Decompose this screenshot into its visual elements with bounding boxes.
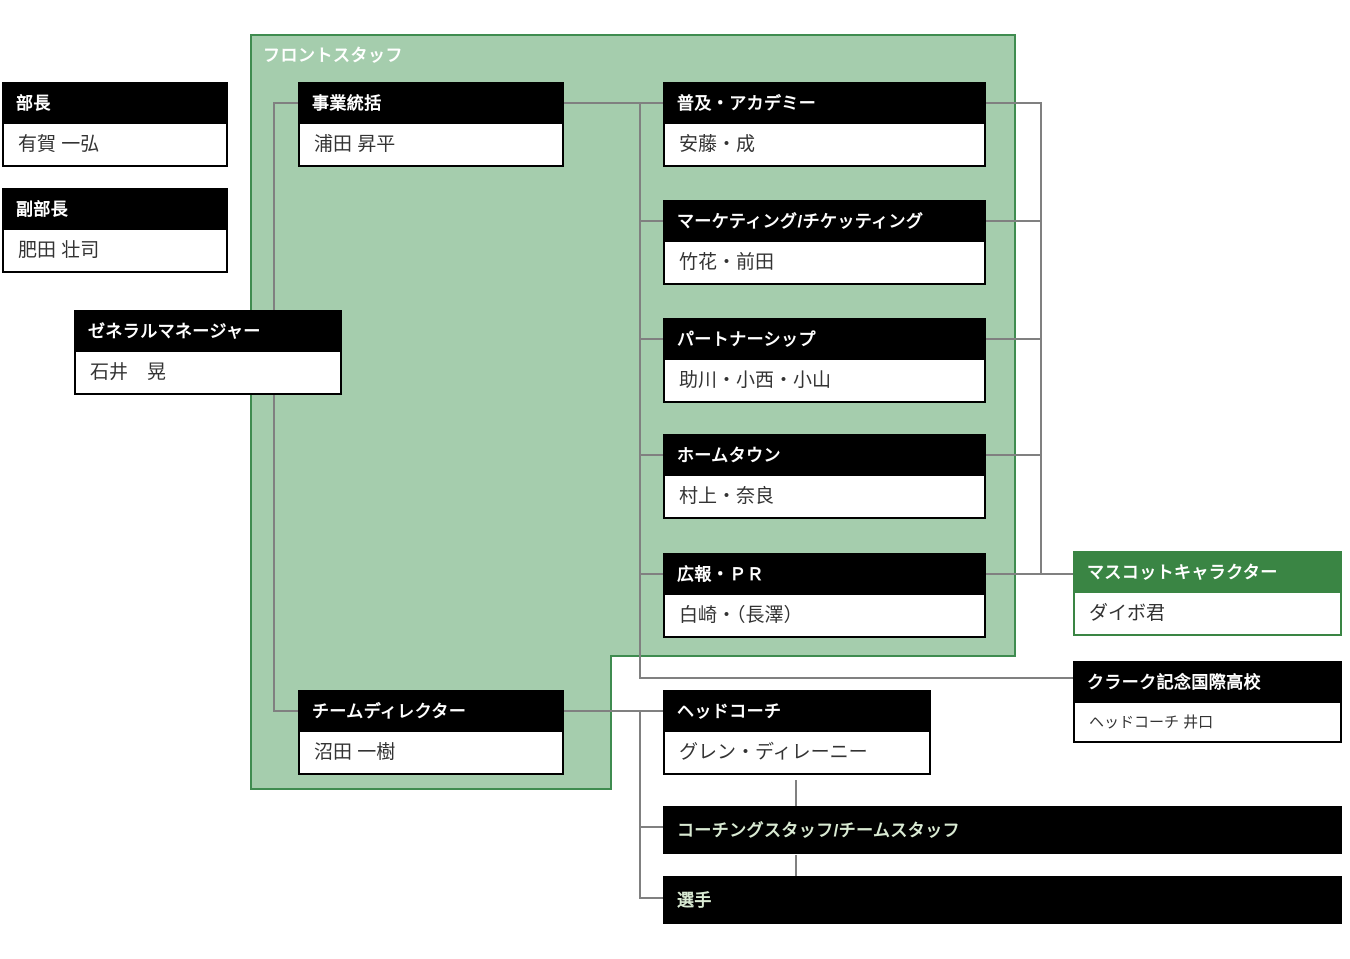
box-clark-highschool[interactable]: クラーク記念国際高校 ヘッドコーチ 井口 xyxy=(1073,661,1342,743)
connector-branch-to-players xyxy=(639,897,664,899)
box-fukyu-academy-title: 普及・アカデミー xyxy=(663,82,986,124)
box-clark-highschool-name: ヘッドコーチ 井口 xyxy=(1073,703,1342,743)
box-koho-pr[interactable]: 広報・ＰＲ 白崎・（長澤） xyxy=(663,553,986,638)
box-head-coach[interactable]: ヘッドコーチ グレン・ディレーニー xyxy=(663,690,931,775)
connector-center-to-koho xyxy=(639,573,664,575)
box-hometown-title: ホームタウン xyxy=(663,434,986,476)
box-team-director-title: チームディレクター xyxy=(298,690,564,732)
connector-center-to-clark xyxy=(639,677,1075,679)
connector-team-director-to-branch xyxy=(563,710,641,712)
connector-center-to-marketing xyxy=(639,220,664,222)
box-koho-pr-name: 白崎・（長澤） xyxy=(663,595,986,638)
box-partnership-title: パートナーシップ xyxy=(663,318,986,360)
box-marketing-ticketing-name: 竹花・前田 xyxy=(663,242,986,285)
box-general-manager[interactable]: ゼネラルマネージャー 石井 晃 xyxy=(74,310,342,395)
panel-title: フロントスタッフ xyxy=(263,46,403,65)
connector-head-coach-down xyxy=(795,780,797,826)
box-jigyo-tokatsu-title: 事業統括 xyxy=(298,82,564,124)
box-koho-pr-title: 広報・ＰＲ xyxy=(663,553,986,595)
connector-jigyo-to-center xyxy=(563,102,641,104)
box-mascot-character-title: マスコットキャラクター xyxy=(1073,551,1342,593)
connector-center-to-fukyu xyxy=(639,102,664,104)
box-marketing-ticketing-title: マーケティング/チケッティング xyxy=(663,200,986,242)
connector-branch-to-head-coach xyxy=(639,710,664,712)
box-coaching-staff[interactable]: コーチングスタッフ/チームスタッフ xyxy=(663,806,1342,854)
connector-left-trunk xyxy=(273,102,275,711)
connector-center-to-hometown xyxy=(639,454,664,456)
connector-left-to-team-director xyxy=(273,710,298,712)
box-marketing-ticketing[interactable]: マーケティング/チケッティング 竹花・前田 xyxy=(663,200,986,285)
box-players[interactable]: 選手 xyxy=(663,876,1342,924)
box-general-manager-title: ゼネラルマネージャー xyxy=(74,310,342,352)
panel-seam xyxy=(252,653,610,659)
box-bucho-title: 部長 xyxy=(2,82,228,124)
box-head-coach-name: グレン・ディレーニー xyxy=(663,732,931,775)
box-team-director-name: 沼田 一樹 xyxy=(298,732,564,775)
connector-branch-to-coaching-staff xyxy=(639,826,664,828)
connector-center-trunk xyxy=(639,102,641,678)
box-team-director[interactable]: チームディレクター 沼田 一樹 xyxy=(298,690,564,775)
box-fuku-bucho[interactable]: 副部長 肥田 壮司 xyxy=(2,188,228,273)
box-bucho-name: 有賀 一弘 xyxy=(2,124,228,167)
box-hometown[interactable]: ホームタウン 村上・奈良 xyxy=(663,434,986,519)
box-jigyo-tokatsu[interactable]: 事業統括 浦田 昇平 xyxy=(298,82,564,167)
box-mascot-character[interactable]: マスコットキャラクター ダイボ君 xyxy=(1073,551,1342,636)
box-jigyo-tokatsu-name: 浦田 昇平 xyxy=(298,124,564,167)
box-players-title: 選手 xyxy=(663,876,1342,924)
connector-fukyu-to-right xyxy=(985,102,1042,104)
connector-right-to-mascot xyxy=(985,573,1074,575)
box-hometown-name: 村上・奈良 xyxy=(663,476,986,519)
connector-team-branch-trunk xyxy=(639,710,641,898)
connector-partnership-to-right xyxy=(985,338,1042,340)
connector-right-trunk xyxy=(1040,102,1042,573)
box-mascot-character-name: ダイボ君 xyxy=(1073,593,1342,636)
box-bucho[interactable]: 部長 有賀 一弘 xyxy=(2,82,228,167)
box-fuku-bucho-title: 副部長 xyxy=(2,188,228,230)
connector-hometown-to-right xyxy=(985,454,1042,456)
box-partnership[interactable]: パートナーシップ 助川・小西・小山 xyxy=(663,318,986,403)
connector-center-to-partnership xyxy=(639,338,664,340)
box-coaching-staff-title: コーチングスタッフ/チームスタッフ xyxy=(663,806,1342,854)
connector-marketing-to-right xyxy=(985,220,1042,222)
box-fukyu-academy[interactable]: 普及・アカデミー 安藤・成 xyxy=(663,82,986,167)
box-clark-highschool-title: クラーク記念国際高校 xyxy=(1073,661,1342,703)
box-general-manager-name: 石井 晃 xyxy=(74,352,342,395)
connector-left-to-jigyo xyxy=(273,102,298,104)
box-fukyu-academy-name: 安藤・成 xyxy=(663,124,986,167)
box-fuku-bucho-name: 肥田 壮司 xyxy=(2,230,228,273)
box-head-coach-title: ヘッドコーチ xyxy=(663,690,931,732)
box-partnership-name: 助川・小西・小山 xyxy=(663,360,986,403)
